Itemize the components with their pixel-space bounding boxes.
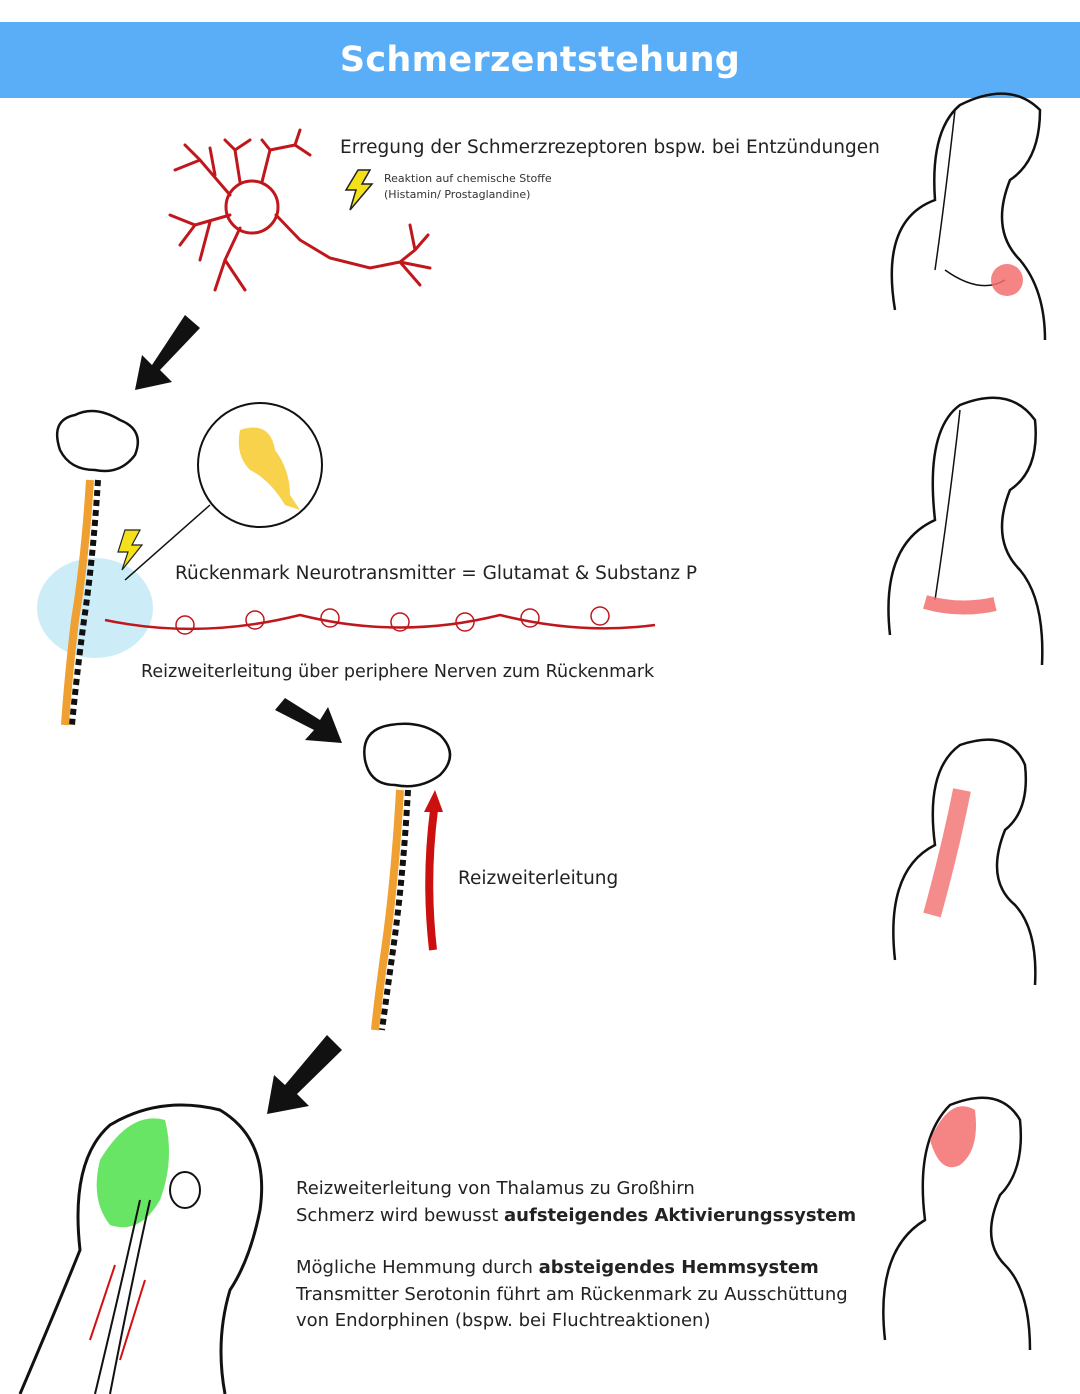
head-stage-1 bbox=[890, 92, 1047, 341]
receptor-excitation-caption: Erregung der Schmerzrezeptoren bspw. bei… bbox=[340, 137, 880, 158]
inhibition-text: Mögliche Hemmung durch bbox=[296, 1257, 539, 1278]
chemical-note-line1: Reaktion auf chemische Stoffe bbox=[384, 172, 552, 185]
descending-system-term: absteigendes Hemmsystem bbox=[538, 1257, 819, 1278]
lightning-icon bbox=[344, 169, 374, 211]
arrow-down-right-icon bbox=[275, 698, 342, 743]
title-banner: Schmerzentstehung bbox=[0, 22, 1080, 98]
head-stage-4 bbox=[882, 1096, 1032, 1351]
thalamus-line: Reizweiterleitung von Thalamus zu Großhi… bbox=[296, 1178, 695, 1199]
chemical-note: Reaktion auf chemische Stoffe (Histamin/… bbox=[384, 171, 552, 203]
head-stage-3 bbox=[892, 738, 1037, 986]
head-stage-2 bbox=[887, 396, 1044, 666]
neurotransmitter-caption: Rückenmark Neurotransmitter = Glutamat &… bbox=[175, 563, 698, 584]
awareness-line: Schmerz wird bewusst aufsteigendes Aktiv… bbox=[296, 1203, 856, 1230]
transmission-caption: Reizweiterleitung bbox=[458, 868, 619, 889]
peripheral-nerve-caption: Reizweiterleitung über periphere Nerven … bbox=[141, 662, 655, 682]
chemical-note-line2: (Histamin/ Prostaglandine) bbox=[384, 188, 531, 201]
serotonin-line: Transmitter Serotonin führt am Rückenmar… bbox=[296, 1283, 848, 1305]
page-title: Schmerzentstehung bbox=[339, 40, 741, 80]
arrow-down-left-icon bbox=[135, 315, 200, 390]
inhibition-line: Mögliche Hemmung durch absteigendes Hemm… bbox=[296, 1255, 856, 1282]
cortex-info-block: Reizweiterleitung von Thalamus zu Großhi… bbox=[296, 1176, 856, 1335]
endorphin-line: von Endorphinen (bspw. bei Fluchtreaktio… bbox=[296, 1310, 711, 1331]
awareness-text: Schmerz wird bewusst bbox=[296, 1204, 505, 1226]
arrow-down-left-icon-2 bbox=[267, 1035, 342, 1114]
ascending-system-term: aufsteigendes Aktivierungssystem bbox=[504, 1204, 857, 1226]
